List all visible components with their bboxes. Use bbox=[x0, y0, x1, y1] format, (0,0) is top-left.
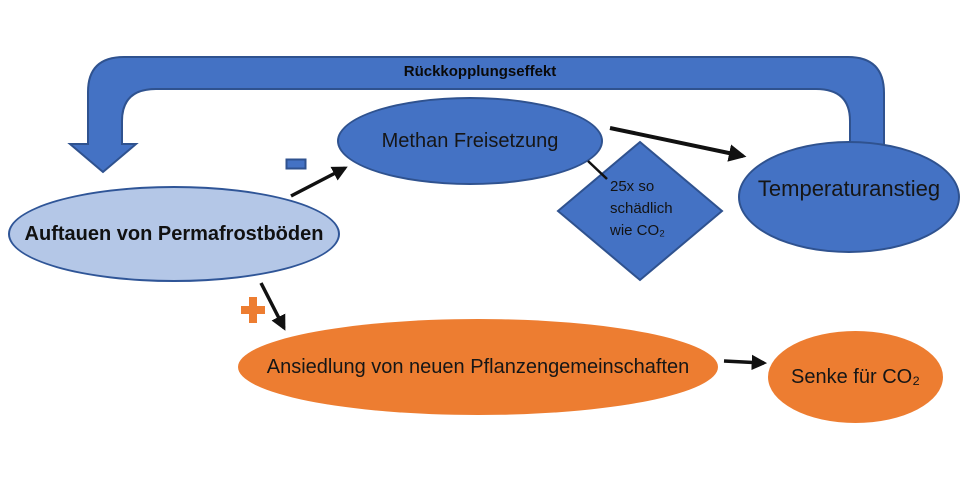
feedback-loop-arrow bbox=[67, 56, 885, 174]
arrow-ansiedlung-to-senke bbox=[723, 354, 768, 371]
diamond-line-3: wie CO₂ bbox=[610, 222, 665, 239]
diamond-line-2: schädlich bbox=[610, 200, 673, 217]
diamond-25x-shape bbox=[556, 140, 724, 282]
node-methan-label: Methan Freisetzung bbox=[381, 129, 559, 152]
arrow-auftauen-to-ansiedlung bbox=[259, 282, 286, 331]
node-auftauen-label: Auftauen von Permafrostböden bbox=[24, 222, 324, 245]
arrow-methan-to-temperatur bbox=[609, 126, 747, 162]
minus-sign bbox=[285, 158, 307, 170]
plus-sign bbox=[241, 297, 265, 323]
node-methan-freisetzung: Methan Freisetzung bbox=[337, 97, 603, 185]
feedback-label: Rückkopplungseffekt bbox=[403, 63, 557, 80]
diamond-25x-text: 25x so schädlich wie CO₂ bbox=[610, 176, 720, 242]
node-auftauen-permafrost: Auftauen von Permafrostböden bbox=[8, 186, 340, 282]
node-ansiedlung-pflanzen: Ansiedlung von neuen Pflanzengemeinschaf… bbox=[238, 319, 718, 415]
node-ansiedlung-label: Ansiedlung von neuen Pflanzengemeinschaf… bbox=[266, 355, 690, 378]
node-temperaturanstieg: Temperaturanstieg bbox=[738, 141, 960, 253]
node-senke-co2: Senke für CO₂ bbox=[768, 331, 943, 423]
node-temperatur-label: Temperaturanstieg bbox=[757, 176, 941, 201]
node-senke-label: Senke für CO₂ bbox=[791, 365, 920, 388]
arrow-auftauen-to-methan bbox=[290, 166, 348, 198]
connector-methan-to-diamond bbox=[587, 160, 608, 180]
diamond-line-1: 25x so bbox=[610, 178, 655, 195]
